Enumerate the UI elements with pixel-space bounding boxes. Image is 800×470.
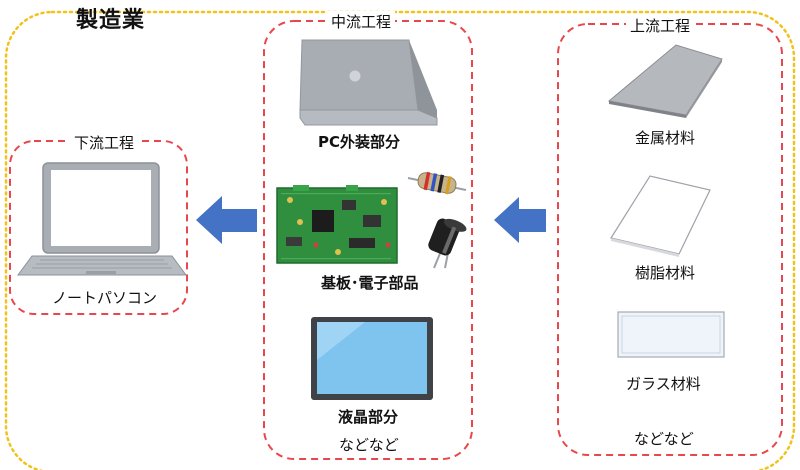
- upstream-frame: [557, 23, 783, 456]
- item-label-lcd: 液晶部分: [338, 408, 399, 426]
- midstream-label: 中流工程: [327, 11, 396, 32]
- item-label-notebook-pc: ノートパソコン: [52, 289, 158, 307]
- item-label-glass: ガラス材料: [626, 375, 701, 393]
- diagram-title: 製造業: [76, 8, 146, 33]
- arrow-up-to-mid-icon: [494, 197, 546, 243]
- arrow-mid-to-down-icon: [196, 196, 257, 244]
- item-label-resin: 樹脂材料: [635, 264, 696, 282]
- laptop-casing-icon: [299, 39, 438, 126]
- resin-sheet-icon: [610, 175, 711, 257]
- item-label-circuit-board: 基板･電子部品: [321, 274, 419, 292]
- downstream-label: 下流工程: [70, 132, 139, 153]
- laptop-icon: [17, 162, 187, 276]
- outer-frame: [4, 10, 796, 470]
- item-label-metal: 金属材料: [635, 129, 696, 147]
- capacitor-icon: [428, 218, 467, 269]
- circuit-board-icon: [276, 185, 398, 264]
- midstream-etc: などなど: [339, 436, 399, 454]
- lcd-panel-icon: [311, 317, 433, 400]
- resistor-icon: [407, 171, 467, 195]
- upstream-label: 上流工程: [626, 15, 695, 36]
- item-label-pc-casing: PC外装部分: [318, 133, 401, 151]
- glass-sheet-icon: [617, 311, 725, 358]
- metal-sheet-icon: [607, 44, 723, 118]
- upstream-etc: などなど: [634, 430, 694, 448]
